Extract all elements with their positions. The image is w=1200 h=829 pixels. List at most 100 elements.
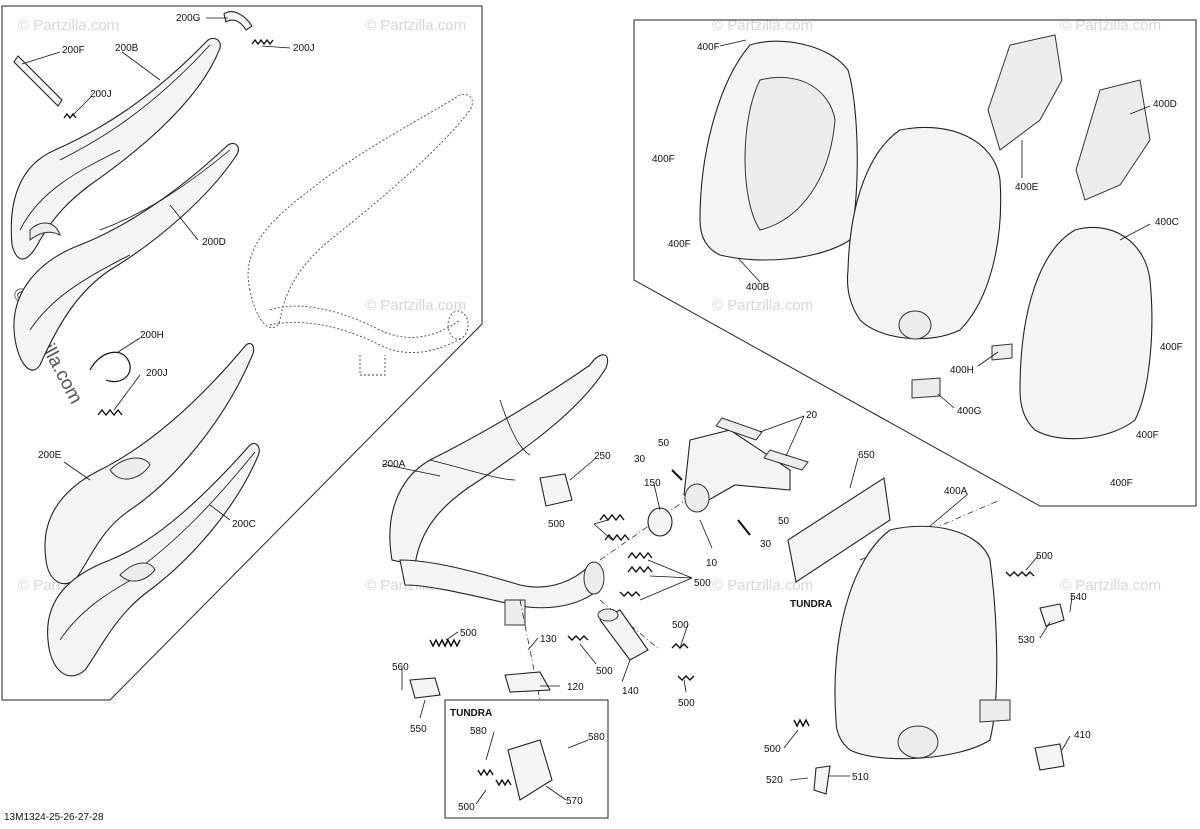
ring-150 [647,507,673,537]
label-400f: 400F [1136,430,1159,441]
spring-500 [619,591,641,597]
label-500: 500 [764,744,781,755]
label-400e: 400E [1015,182,1039,193]
label-500: 500 [1036,551,1053,562]
spring-500 [677,675,695,681]
label-20: 20 [806,410,818,421]
spring-500 [1005,571,1035,577]
muffler-shell-400b [699,40,858,261]
spring-500 [627,565,653,574]
label-150: 150 [644,478,661,489]
label-10: 10 [706,558,718,569]
watermark: © Partzilla.com [365,17,466,34]
label-400h: 400H [950,365,974,376]
spring-500 [599,513,625,522]
leader-lines [21,17,1151,805]
heat-shield-200e [44,342,255,585]
label-120: 120 [567,682,584,693]
label-140: 140 [622,686,639,697]
spring-200j [97,408,123,417]
bracket-530 [1039,603,1065,627]
spring-500 [567,635,589,641]
label-400b: 400B [746,282,770,293]
right-panel-frame [633,19,1197,507]
label-130: 130 [540,634,557,645]
spring-500 [604,533,630,542]
center-line [519,599,541,701]
label-200f: 200F [62,45,85,56]
label-200c: 200C [232,519,256,530]
bumper-400g [911,377,941,399]
watermark: © Partzilla.com [18,17,119,34]
label-200g: 200G [176,13,201,24]
label-400f: 400F [652,154,675,165]
label-200j: 200J [146,368,168,379]
label-200j: 200J [293,43,315,54]
spring-500 [793,718,810,728]
label-50: 50 [658,438,670,449]
manifold-10 [683,429,791,513]
gasket-20 [763,449,809,471]
pipe-140 [597,608,649,661]
clip-200g [223,11,253,31]
label-500: 500 [694,578,711,589]
diagram-code: 13M1324-25-26-27-28 [4,812,104,823]
bumper-400h [991,343,1013,361]
label-400g: 400G [957,406,982,417]
label-650: 650 [858,450,875,461]
bracket-550 [409,677,441,699]
plate-650 [787,477,891,583]
label-400f: 400F [1160,342,1183,353]
label-200a: 200A [382,459,406,470]
watermark: © Partzilla.com [365,297,466,314]
bracket-570 [507,739,553,801]
muffler-cover-400c [1019,226,1153,440]
label-200h: 200H [140,330,164,341]
gasket-400d [1075,79,1151,201]
label-50: 50 [778,516,790,527]
callout-labels: 200G 200J 200F 200B 200J 200D 200H 200J … [4,13,1183,823]
bumper-410 [1034,743,1065,771]
label-550: 550 [410,724,427,735]
label-580: 580 [588,732,605,743]
watermark: © Partzilla.com [712,297,813,314]
bolt-30 [671,469,683,481]
label-200b: 200B [115,43,139,54]
label-400f: 400F [697,42,720,53]
label-560: 560 [392,662,409,673]
label-400f: 400F [1110,478,1133,489]
label-200j: 200J [90,89,112,100]
watermark: © Partzilla.com [712,17,813,34]
label-30: 30 [760,539,772,550]
label-500: 500 [548,519,565,530]
bracket-120 [504,671,551,693]
label-400a: 400A [944,486,968,497]
label-410: 410 [1074,730,1091,741]
watermark: © Partzilla.com [712,577,813,594]
pin-200f [13,55,63,107]
gasket-20 [715,417,763,441]
label-400d: 400D [1153,99,1177,110]
label-500: 500 [458,802,475,813]
label-400f: 400F [668,239,691,250]
tundra-box [444,699,609,819]
left-panel-frame [1,5,483,701]
spring-500 [441,638,461,648]
label-530: 530 [1018,635,1035,646]
label-400c: 400C [1155,217,1179,228]
label-200e: 200E [38,450,62,461]
bolt-30 [737,519,751,536]
spring-200j [63,112,77,120]
ring-200h [89,351,131,383]
label-tundra: TUNDRA [450,708,492,719]
label-580: 580 [470,726,487,737]
exhaust-pipe-ghost [247,93,473,376]
watermark: © Partzilla.com [1060,17,1161,34]
label-tundra: TUNDRA [790,599,832,610]
label-30: 30 [634,454,646,465]
spring-500 [495,778,512,787]
muffler-core [846,126,1002,340]
label-570: 570 [566,796,583,807]
